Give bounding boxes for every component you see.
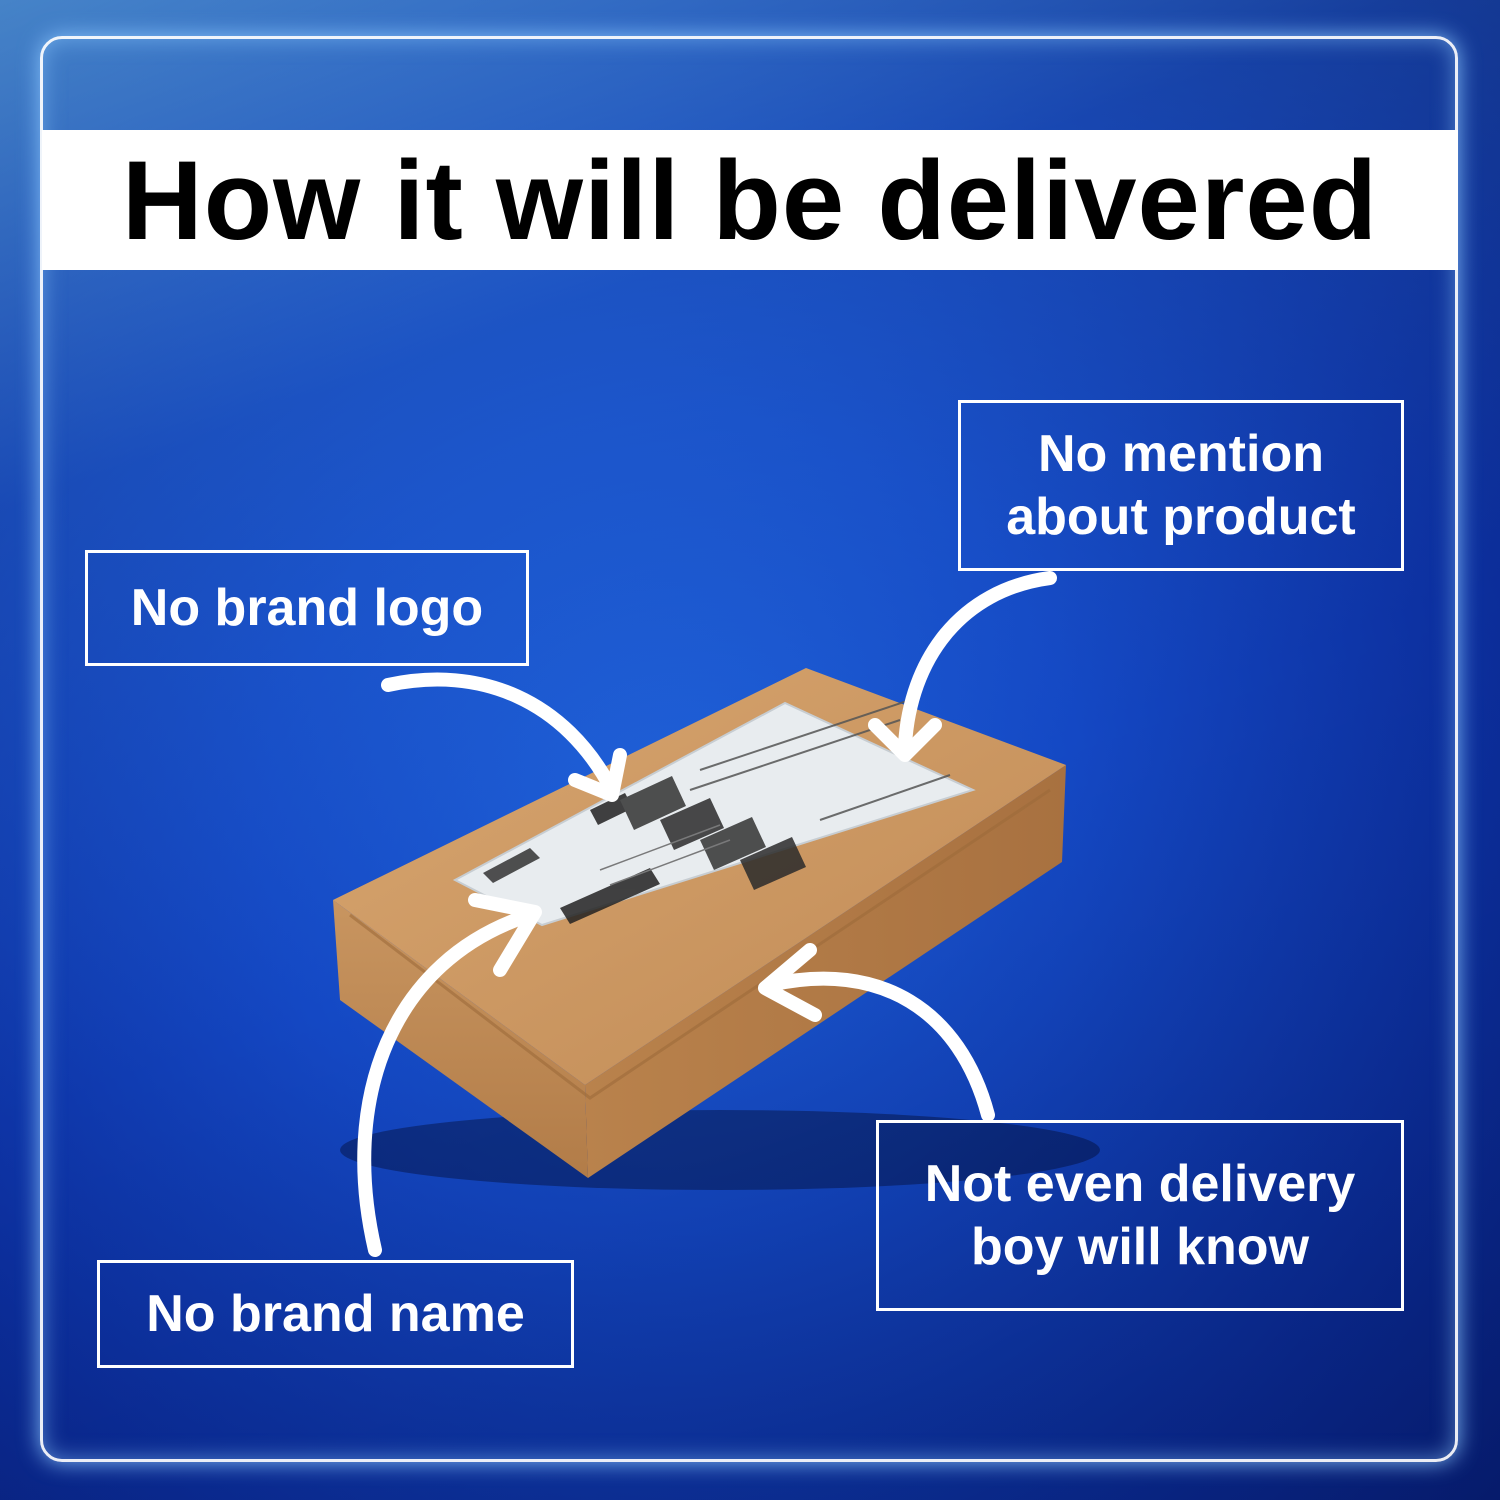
- label-content: [483, 699, 951, 924]
- callout-no-mention-line2: about product: [1006, 487, 1356, 546]
- box-front-face: [585, 765, 1066, 1178]
- callout-no-brand-logo: No brand logo: [85, 550, 529, 666]
- arrow-name: [357, 908, 537, 1257]
- page-title: How it will be delivered: [121, 137, 1379, 263]
- arrow-logo: [381, 672, 619, 797]
- callout-delivery-boy: Not even delivery boy will know: [876, 1120, 1404, 1311]
- arrow-logo-head: [568, 748, 627, 802]
- callout-delivery-boy-line2: boy will know: [970, 1217, 1310, 1276]
- callout-no-mention-line1: No mention: [1038, 425, 1324, 484]
- callout-no-brand-name: No brand name: [97, 1260, 574, 1368]
- arrow-mention: [898, 571, 1057, 752]
- arrow-name-head: [468, 893, 542, 977]
- callout-no-brand-logo-text: No brand logo: [130, 578, 484, 637]
- arrow-boy-head: [758, 943, 822, 1022]
- callout-no-brand-name-text: No brand name: [146, 1284, 525, 1343]
- box-left-face: [333, 900, 588, 1178]
- callout-delivery-boy-line1: Not even delivery: [924, 1155, 1356, 1214]
- arrows: [357, 571, 1057, 1257]
- arrow-boy: [763, 971, 995, 1122]
- arrow-mention-head: [868, 718, 942, 762]
- title-bar: How it will be delivered: [42, 130, 1458, 270]
- callout-no-mention: No mention about product: [958, 400, 1404, 571]
- glow-frame: [40, 36, 1458, 1462]
